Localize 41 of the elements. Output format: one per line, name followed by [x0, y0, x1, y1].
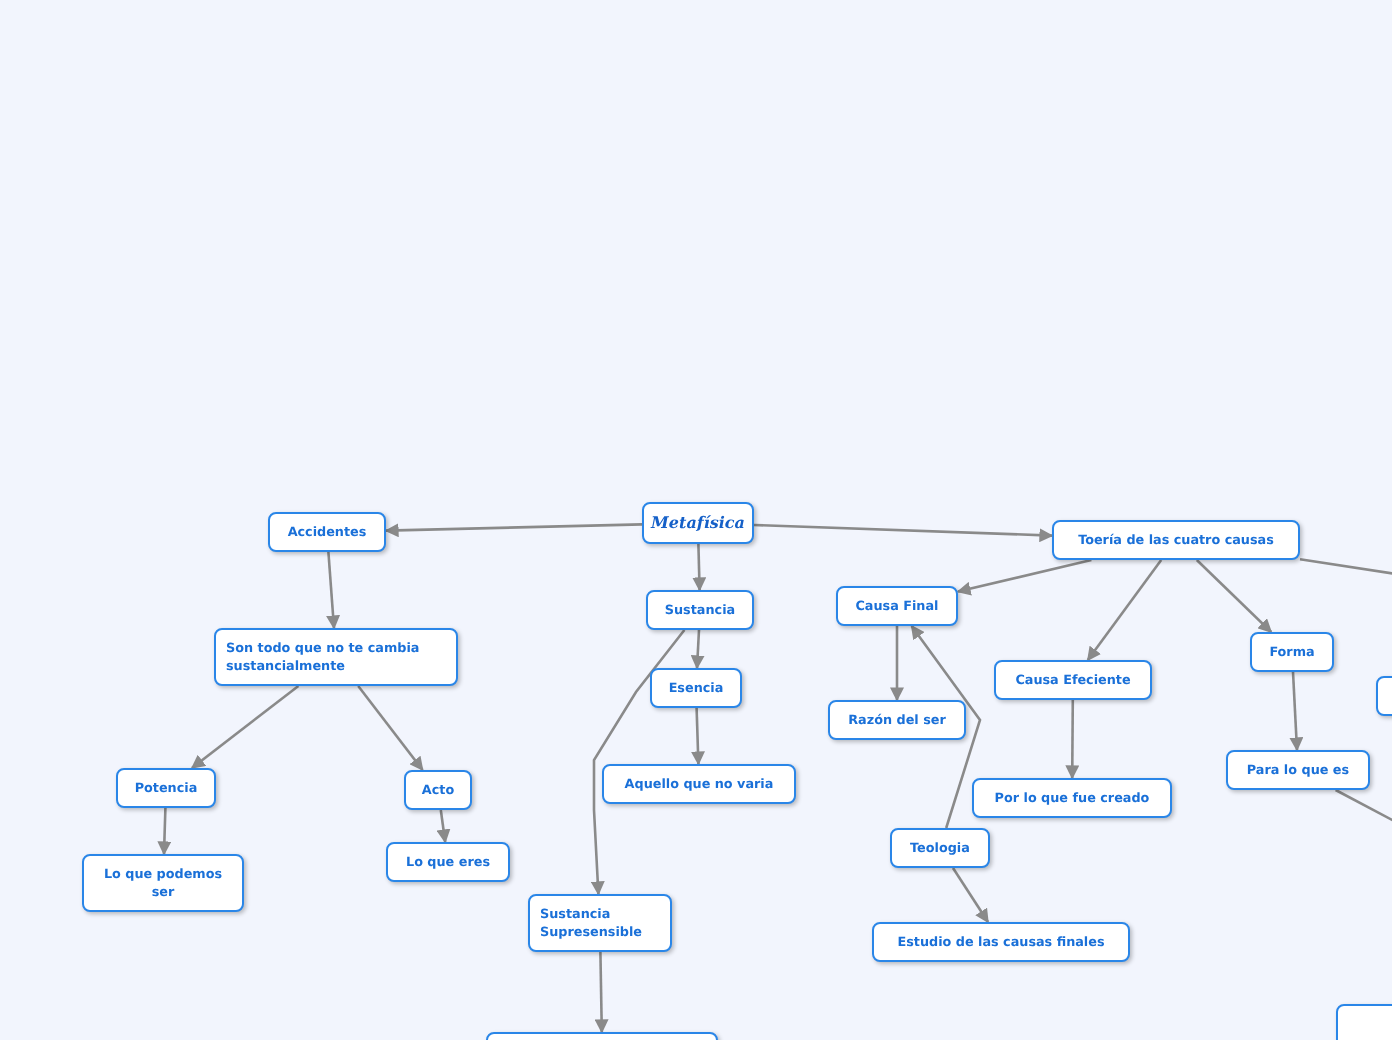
concept-box	[404, 770, 472, 810]
arrow	[691, 707, 705, 766]
concept-box	[116, 768, 216, 808]
concept-label: Metafísica	[651, 512, 745, 534]
concept-box	[828, 700, 966, 740]
concept-box	[646, 590, 754, 630]
concept-box	[872, 922, 1130, 962]
concept-box	[528, 894, 672, 952]
concept-box	[1226, 750, 1370, 790]
concept-box	[994, 660, 1152, 700]
concept-box	[1052, 520, 1300, 560]
concept-box	[650, 668, 742, 708]
arrow	[890, 626, 904, 702]
concept-box	[890, 828, 990, 868]
arrow	[1086, 559, 1163, 662]
arrow	[357, 685, 424, 772]
concept-box	[386, 842, 510, 882]
arrow	[910, 624, 982, 829]
concept-box	[642, 502, 754, 544]
concept-box	[214, 628, 458, 686]
concept-box	[82, 854, 244, 912]
arrow	[590, 629, 686, 896]
arrow	[594, 951, 609, 1034]
arrow	[1065, 700, 1080, 780]
arrow	[956, 558, 1092, 596]
arrow	[753, 523, 1054, 543]
concept-box	[836, 586, 958, 626]
concept-box	[268, 512, 386, 552]
arrow	[690, 629, 705, 670]
arrow	[1195, 559, 1273, 633]
arrow	[436, 809, 451, 844]
arrow	[692, 543, 707, 592]
arrow	[384, 523, 643, 538]
arrow	[157, 807, 172, 856]
arrow	[951, 867, 990, 924]
concept-box	[602, 764, 796, 804]
concept-box	[1250, 632, 1334, 672]
arrow	[326, 551, 341, 630]
arrow	[190, 684, 300, 770]
arrow	[1289, 671, 1304, 752]
concept-box	[972, 778, 1172, 818]
